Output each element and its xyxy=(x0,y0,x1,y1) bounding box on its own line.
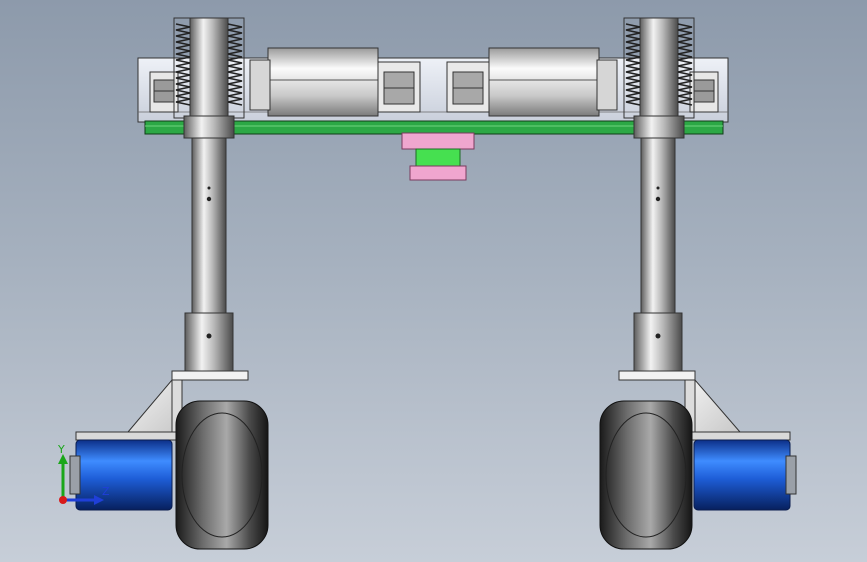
bearing-block-right-outer xyxy=(689,71,719,113)
wheel-motor-left xyxy=(69,431,177,511)
spring-right-a xyxy=(625,23,641,106)
wheel-left xyxy=(175,400,269,550)
spring-right-b xyxy=(677,23,693,106)
axis-y-label: Y xyxy=(58,443,65,456)
coordinate-triad xyxy=(58,454,104,505)
frame-motor-left xyxy=(249,47,421,117)
spring-left-b xyxy=(227,23,243,106)
axis-z-label: Z xyxy=(102,485,110,498)
right-suspension xyxy=(599,17,797,550)
bearing-block-left-outer xyxy=(149,71,179,113)
pink-mount xyxy=(401,132,475,181)
frame-motor-right xyxy=(446,47,618,117)
left-suspension xyxy=(69,17,269,550)
wheel-right xyxy=(599,400,693,550)
wheel-motor-right xyxy=(689,431,797,511)
spring-left-a xyxy=(175,23,191,106)
